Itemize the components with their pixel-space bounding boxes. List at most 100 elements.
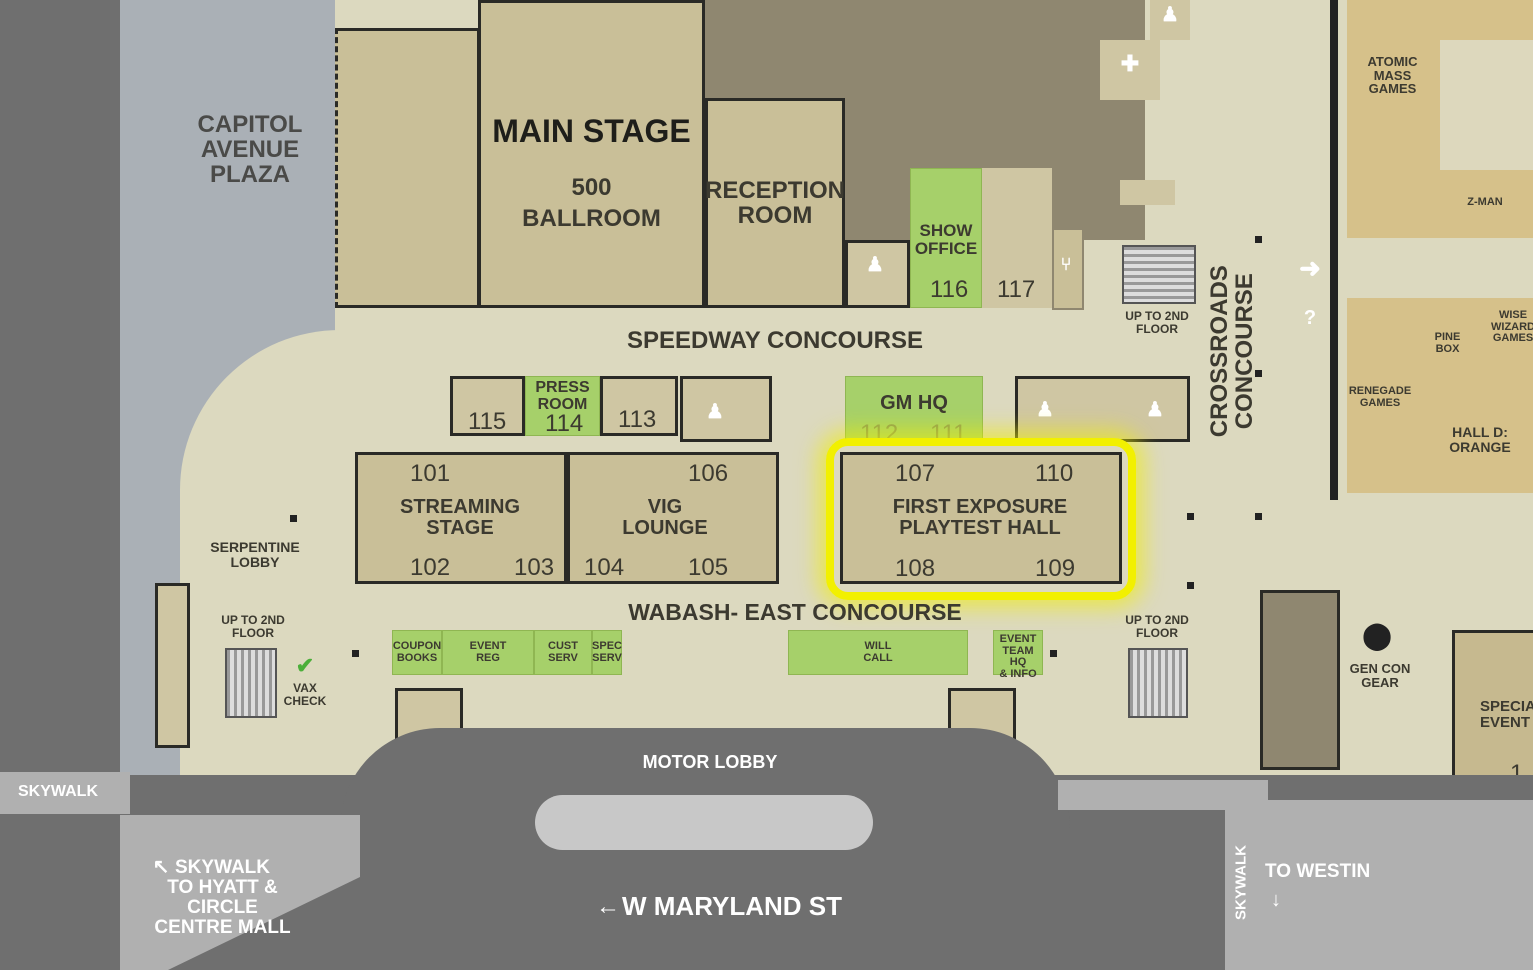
first-exposure-label: FIRST EXPOSURE PLAYTEST HALL [892,496,1068,539]
main-stage-number: 500 [571,174,612,201]
hall-d-orange: HALL D: ORANGE [1449,424,1511,455]
left-road [0,0,120,772]
arrow-nw-icon: ↖ [152,856,170,878]
column [1050,650,1057,657]
room-117: 117 [997,276,1036,303]
hall-wall [1330,0,1338,500]
gm-hq[interactable] [845,376,983,446]
special-event-room[interactable] [1452,630,1533,800]
room-115-block[interactable] [450,376,525,436]
spec-serv[interactable] [592,630,622,675]
escalator-b [225,648,277,718]
room-114: 114 [545,410,584,437]
gen-con-gear-icon: ⬤ [1362,620,1392,650]
restroom-top-icon: ♟ [1161,4,1179,26]
room-116: 116 [930,276,969,303]
column [1255,236,1262,243]
coupon-books-label: COUPON BOOKS [392,640,442,664]
room-110: 110 [1035,460,1074,487]
motor-lobby-label: MOTOR LOBBY [642,752,778,772]
event-reg[interactable] [442,630,534,675]
right-lower-block [1260,590,1340,770]
spec-serv-label: SPEC SERV [592,640,622,664]
skywalk-vertical [1225,780,1257,970]
atomic-mass-games: ATOMIC MASS GAMES [1367,54,1418,97]
column [1187,582,1194,589]
hall-d-aisle [1347,238,1533,298]
event-reg-label: EVENT REG [469,640,507,664]
column [1255,370,1262,377]
hall-d-void [1440,40,1533,170]
room-105: 105 [688,554,729,581]
first-aid [1100,40,1160,100]
reception-room[interactable] [705,98,845,308]
room-108: 108 [895,555,936,582]
z-man: Z-MAN [1467,196,1503,208]
motor-lobby-island [535,795,873,850]
vax-check-icon: ✔ [295,653,315,678]
westin-area [1257,800,1533,970]
press-room-label: PRESS ROOM [535,379,590,413]
skywalk-vertical-label: SKYWALK [1232,845,1250,920]
will-call-label: WILL CALL [863,640,893,664]
main-stage-title: MAIN STAGE [492,113,691,149]
maryland-street-label: W MARYLAND ST [622,891,843,921]
restroom-right-icon-b: ♟ [1146,399,1164,421]
room-104: 104 [584,554,625,581]
room-113-block[interactable] [600,376,678,436]
escalator-c [1128,648,1188,718]
cust-serv-label: CUST SERV [548,640,578,664]
up-2nd-c-label: UP TO 2ND FLOOR [1125,613,1189,640]
arrow-down-icon-top: ↓ [1271,889,1281,911]
room-103: 103 [514,554,555,581]
up-2nd-b-label: UP TO 2ND FLOOR [221,613,285,640]
column [1187,513,1194,520]
food-icon: ⑂ [1060,254,1072,274]
room-115: 115 [468,408,507,435]
vig-lounge[interactable] [567,452,779,584]
streaming-stage[interactable] [355,452,567,584]
will-call[interactable] [788,630,968,675]
restroom-mid [680,376,772,442]
arrow-left-icon: ← [596,893,620,920]
to-westin-label-top: TO WESTIN [1265,861,1371,882]
cust-serv[interactable] [534,630,592,675]
restroom-icon: ♟ [866,254,884,276]
press-room[interactable] [525,376,600,436]
room-102: 102 [410,554,451,581]
vig-lounge-label: VIG LOUNGE [622,496,708,539]
first-exposure-playtest-hall[interactable] [840,452,1122,584]
restroom-right-icon-a: ♟ [1036,399,1054,421]
wise-wizard-games: WISE WIZARD GAMES [1491,309,1533,345]
coupon-books[interactable] [392,630,442,675]
crossroads-concourse: CROSSROADS CONCOURSE [1205,265,1258,438]
elevators [1120,180,1175,205]
up-2nd-a-label: UP TO 2ND FLOOR [1125,309,1189,336]
info-question-icon: ? [1303,307,1317,329]
highlight-outline [826,438,1136,600]
escalator-a [1122,245,1196,304]
room-109: 109 [1035,555,1076,582]
vax-check-label: VAX CHECK [283,681,327,708]
room-106: 106 [688,460,729,487]
event-team-hq-label: EVENT TEAM HQ & INFO [999,633,1037,680]
hall-d-bottom [1347,298,1533,493]
column [290,515,297,522]
skywalk-hyatt-label: SKYWALK TO HYATT & CIRCLE CENTRE MALL [154,857,291,938]
main-stage-side [335,28,480,308]
wabash-east-concourse: WABASH- EAST CONCOURSE [628,599,962,625]
skywalk-left [0,772,130,814]
column [352,650,359,657]
column [1255,513,1262,520]
speedway-concourse: SPEEDWAY CONCOURSE [626,327,924,354]
room-117-block[interactable] [982,168,1052,308]
gm-hq-label: GM HQ [880,392,948,414]
show-office-label: SHOW OFFICE [914,221,978,258]
event-team-hq[interactable] [993,630,1043,675]
plaza-label: CAPITOL AVENUE PLAZA [197,111,303,189]
show-office[interactable] [910,168,982,308]
serpentine-lobby: SERPENTINE LOBBY [210,539,300,570]
special-event-label: SPECIA EVENT [1480,698,1533,731]
main-stage-room[interactable] [478,0,705,308]
